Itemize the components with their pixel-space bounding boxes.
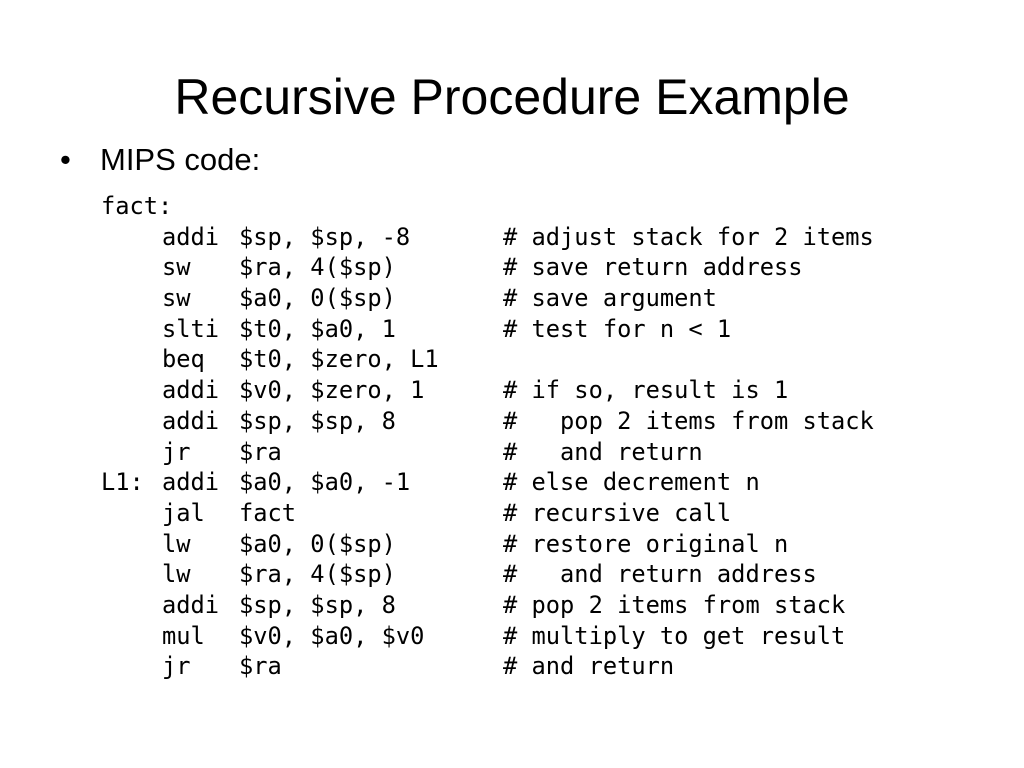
code-label-line: fact: [101,192,173,220]
code-operands: $t0, $a0, 1 [239,314,396,343]
code-opcode: jr [162,437,191,466]
code-line: addi $sp, $sp, 8 # pop 2 items from stack [101,590,874,621]
code-comment: # test for n < 1 [503,314,732,343]
code-opcode: addi [162,468,220,497]
code-operands: $v0, $zero, 1 [239,376,425,405]
code-operands: $a0, 0($sp) [239,529,396,558]
code-comment: # save argument [503,284,717,313]
code-operands: $ra [239,437,282,466]
code-opcode: addi [162,406,220,435]
code-line: jal fact # recursive call [101,498,874,529]
bullet-item: • MIPS code: [60,140,260,180]
code-opcode: slti [162,314,220,343]
code-operands: $v0, $a0, $v0 [239,621,425,650]
code-comment: # save return address [503,253,803,282]
code-opcode: jr [162,652,191,681]
code-opcode: addi [162,222,220,251]
code-opcode: lw [162,529,191,558]
code-operands: fact [239,498,297,527]
code-operands: $ra, 4($sp) [239,560,396,589]
slide-title: Recursive Procedure Example [174,69,850,125]
code-comment: # and return [503,652,675,681]
code-opcode: sw [162,253,191,282]
code-line: jr $ra # and return [101,651,874,682]
code-line: L1: addi $a0, $a0, -1 # else decrement n [101,467,874,498]
code-line: lw $a0, 0($sp) # restore original n [101,529,874,560]
code-opcode: jal [162,498,205,527]
code-opcode: beq [162,345,205,374]
code-operands: $sp, $sp, 8 [239,590,396,619]
code-block: fact: addi $sp, $sp, -8 # adjust stack for… [101,191,874,682]
code-opcode: addi [162,590,220,619]
code-comment: # and return [503,437,703,466]
code-comment: # if so, result is 1 [503,376,789,405]
code-line: jr $ra # and return [101,437,874,468]
code-comment: # recursive call [503,498,732,527]
code-comment: # pop 2 items from stack [503,406,874,435]
code-operands: $a0, $a0, -1 [239,468,411,497]
code-comment: # pop 2 items from stack [503,590,846,619]
code-comment: # adjust stack for 2 items [503,222,874,251]
code-operands: $t0, $zero, L1 [239,345,439,374]
bullet-icon: • [60,142,71,177]
code-opcode: sw [162,284,191,313]
code-operands: $a0, 0($sp) [239,284,396,313]
code-line: addi $v0, $zero, 1 # if so, result is 1 [101,375,874,406]
code-operands: $sp, $sp, 8 [239,406,396,435]
code-line: slti $t0, $a0, 1 # test for n < 1 [101,314,874,345]
code-opcode: mul [162,621,205,650]
code-line: addi $sp, $sp, 8 # pop 2 items from stack [101,406,874,437]
code-line: beq $t0, $zero, L1 [101,344,874,375]
code-operands: $sp, $sp, -8 [239,222,411,251]
code-operands: $ra, 4($sp) [239,253,396,282]
code-line: sw $ra, 4($sp) # save return address [101,252,874,283]
code-comment: # and return address [503,560,817,589]
bullet-text: MIPS code: [100,142,261,177]
code-comment: # restore original n [503,529,789,558]
code-line: mul $v0, $a0, $v0 # multiply to get result [101,621,874,652]
code-opcode: lw [162,560,191,589]
code-line: addi $sp, $sp, -8 # adjust stack for 2 ite… [101,222,874,253]
code-label: L1: [101,468,144,497]
code-line: sw $a0, 0($sp) # save argument [101,283,874,314]
code-operands: $ra [239,652,282,681]
code-line: lw $ra, 4($sp) # and return address [101,559,874,590]
code-opcode: addi [162,376,220,405]
code-comment: # else decrement n [503,468,760,497]
code-comment: # multiply to get result [503,621,846,650]
